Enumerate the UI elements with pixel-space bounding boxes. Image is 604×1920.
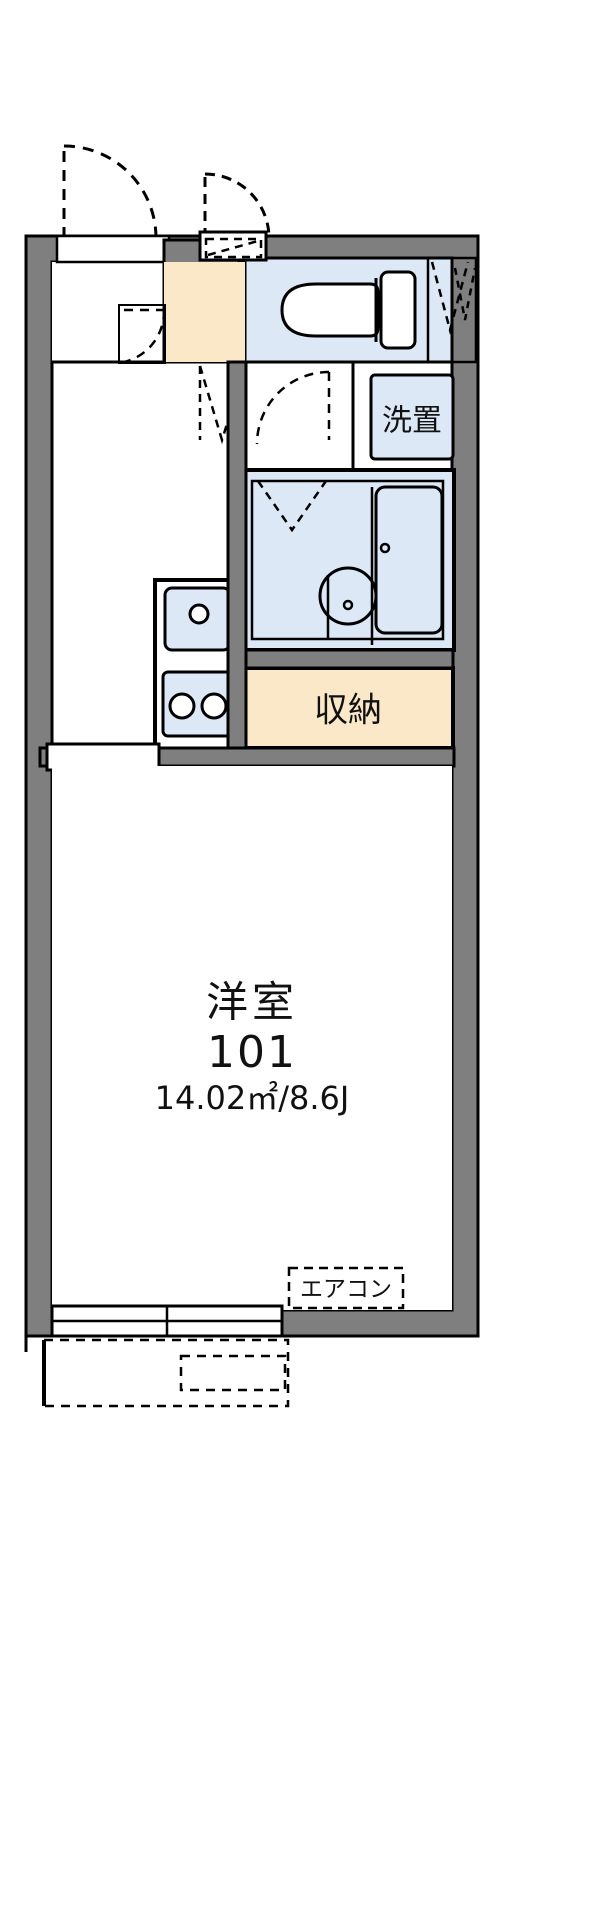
hall-room-door-swing (255, 370, 331, 445)
entrance-door-swing (62, 144, 158, 239)
entrance-area (52, 144, 171, 364)
room-door-opening (45, 742, 161, 772)
unit-bath (239, 468, 456, 652)
main-room-area: 14.02㎡/8.6J (155, 1079, 350, 1117)
toilet-fixture (280, 270, 417, 350)
aircon-label: エアコン (300, 1277, 392, 1303)
storage-closet: 収納 (241, 666, 455, 750)
kitchen (153, 578, 242, 752)
toilet-door-swing (203, 172, 271, 239)
stove-two-burner (161, 670, 235, 738)
washer-label: 洗置 (382, 404, 442, 439)
wash-basin (318, 487, 378, 645)
toilet-window (430, 261, 470, 335)
bathtub-drain (379, 542, 391, 554)
storage-label: 収納 (314, 691, 382, 731)
toilet-window-frame (426, 256, 478, 364)
burner-right (200, 692, 228, 720)
entrance-closet-door (123, 308, 166, 364)
balcony-window (24, 1304, 290, 1408)
burner-left (168, 692, 196, 720)
toilet-door-leaf (204, 237, 263, 259)
hall-room-door (235, 360, 355, 472)
entrance-closet-frame (118, 304, 166, 364)
main-room: 洋室 101 14.02㎡/8.6J (52, 766, 452, 1310)
right-wall-window-marks (453, 267, 477, 321)
entrance-door-opening (55, 234, 171, 264)
sink-drain (188, 603, 210, 625)
aircon-callout: エアコン (287, 1266, 405, 1310)
main-room-name: 洋室 (206, 978, 298, 1027)
bathtub (374, 485, 444, 635)
balcony-outline (42, 1338, 290, 1408)
kitchen-sink (163, 586, 232, 652)
washer-space: 洗置 (369, 373, 455, 461)
storage-top-wall (235, 648, 455, 670)
main-room-number: 101 (207, 1027, 297, 1078)
bath-door-swing (256, 480, 328, 533)
